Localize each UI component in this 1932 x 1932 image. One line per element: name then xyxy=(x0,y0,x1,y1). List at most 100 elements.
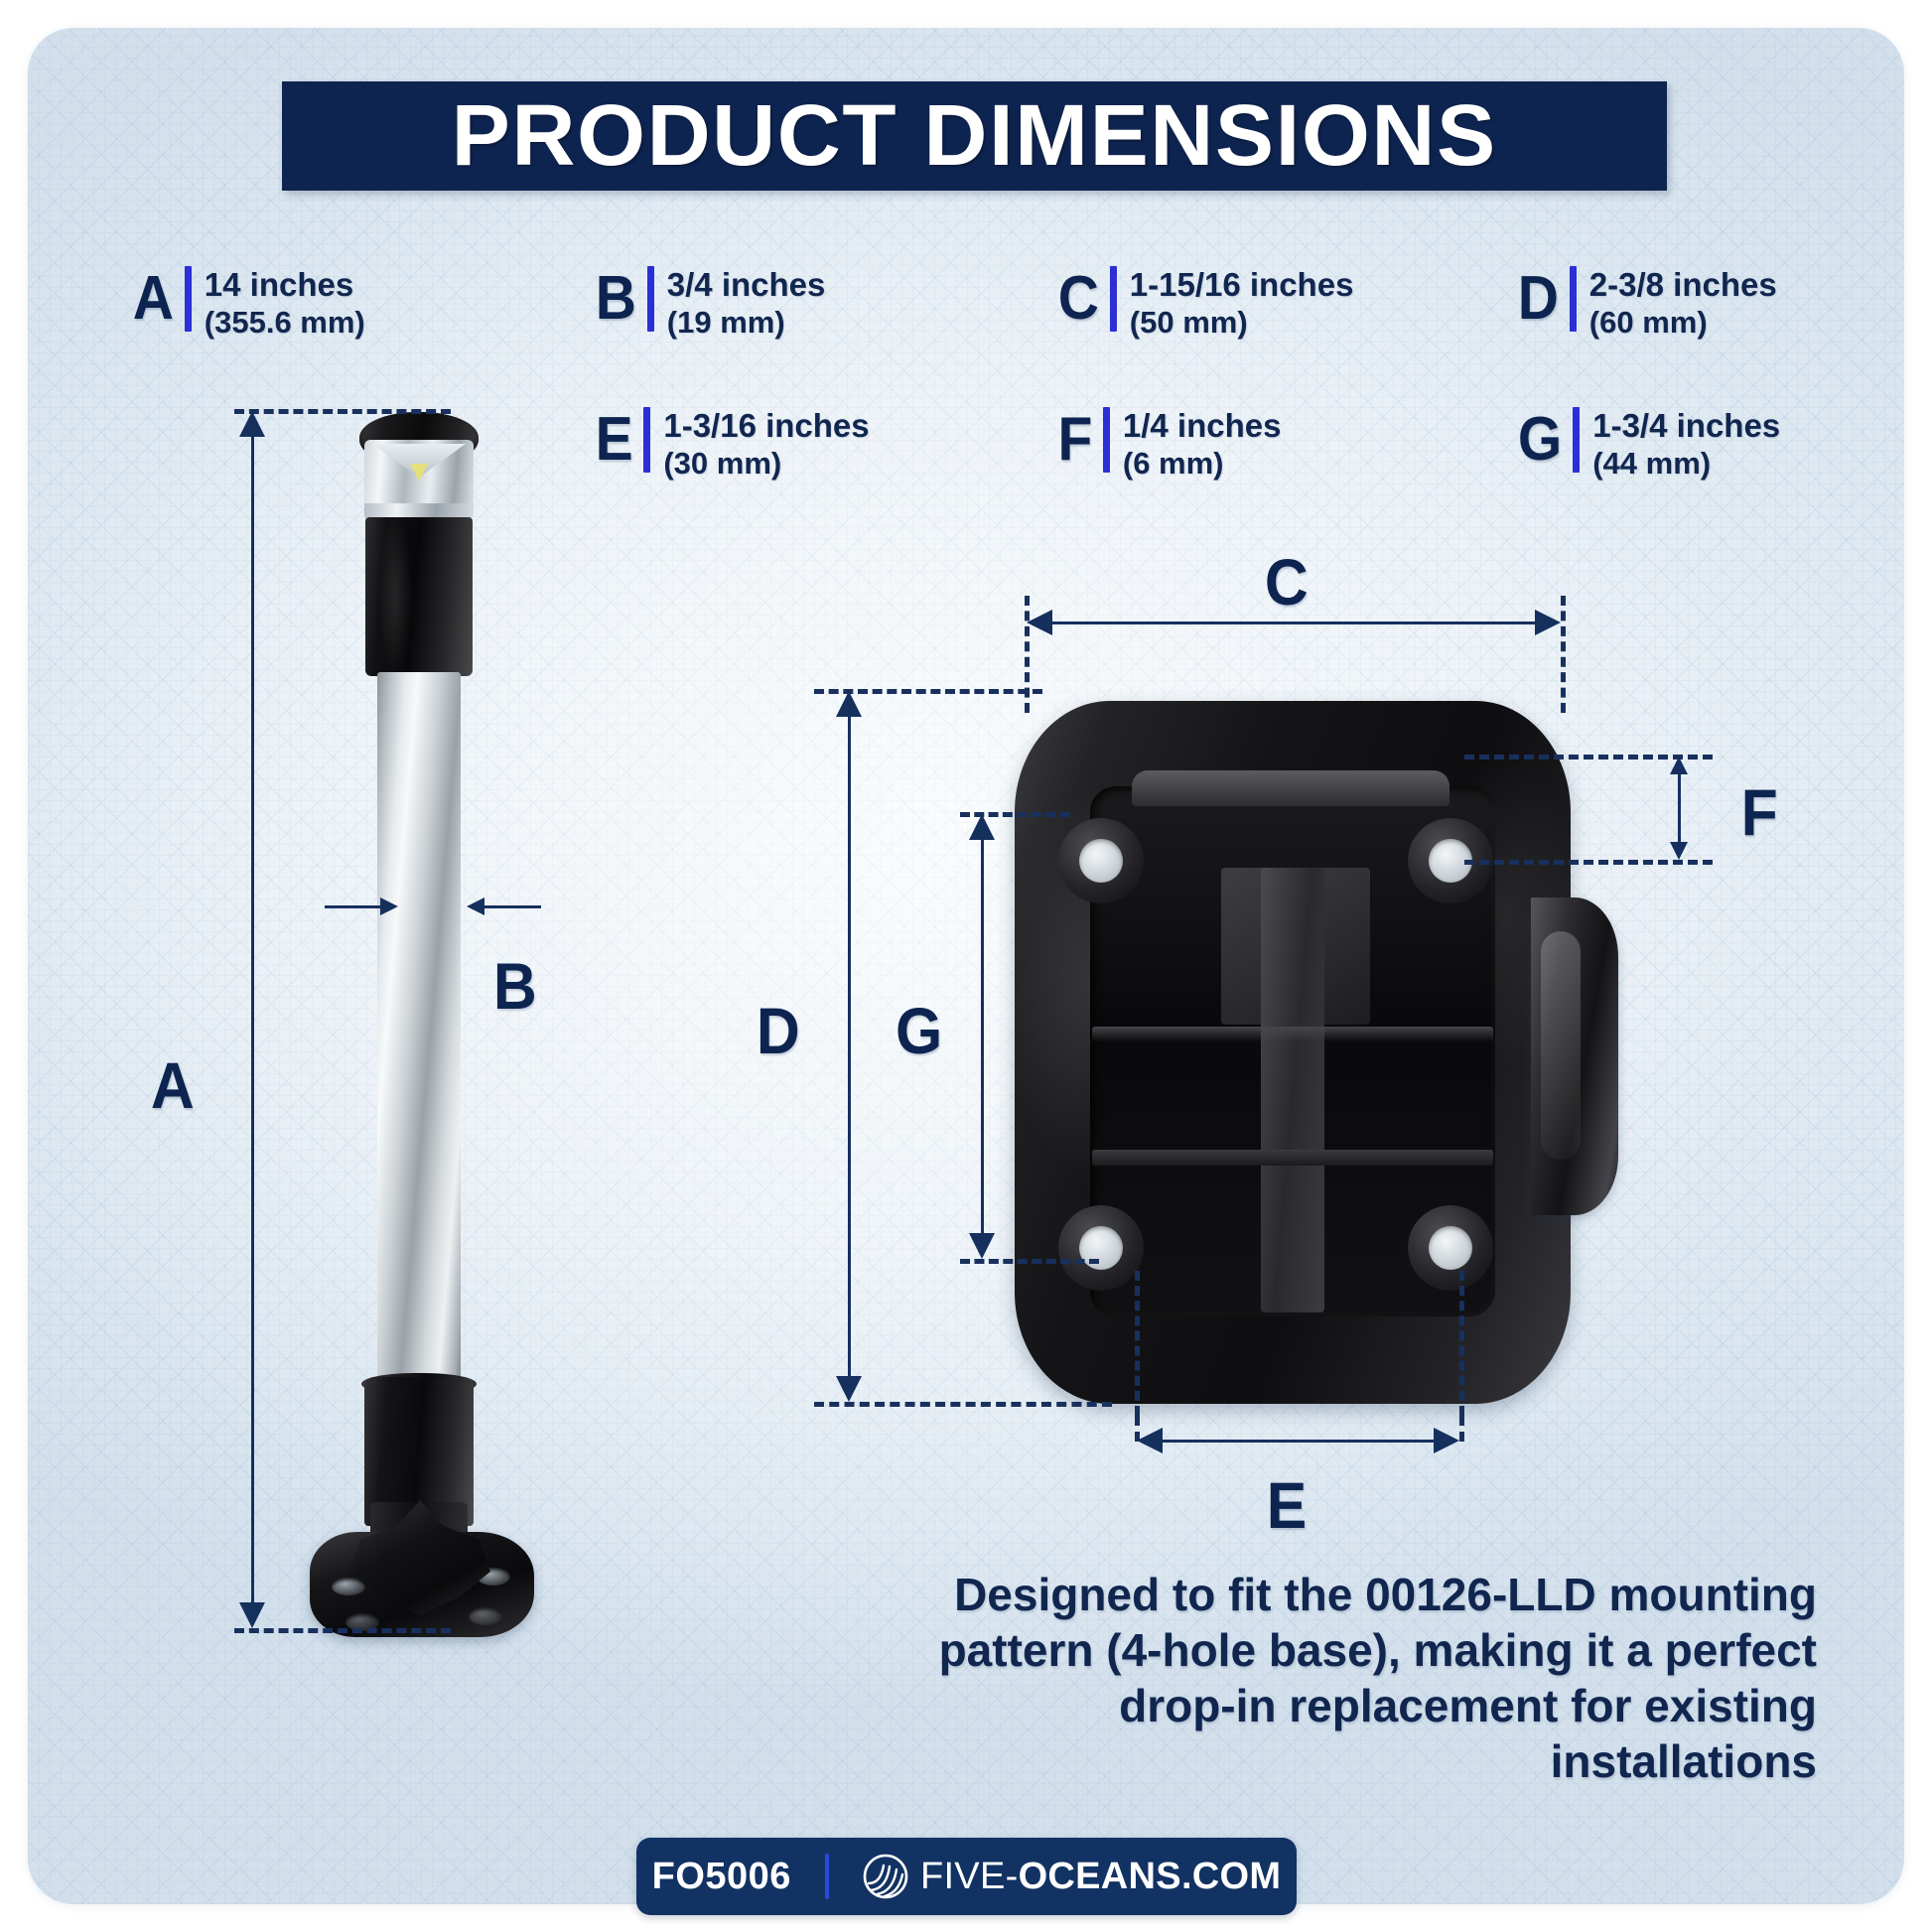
dimension-mm-b: (19 mm) xyxy=(666,305,785,340)
dimension-letter-f: F xyxy=(1057,405,1093,474)
page-title-banner: PRODUCT DIMENSIONS xyxy=(282,81,1667,191)
a-arrow-up xyxy=(239,411,265,437)
g-bottom-extension-line xyxy=(960,1259,1099,1264)
product-photo-mount-base xyxy=(1015,701,1618,1404)
dimension-mm-c: (50 mm) xyxy=(1129,305,1248,340)
b-dimension-line-right xyxy=(483,905,541,908)
dimension-key-d: D 2-3/8 inches (60 mm) xyxy=(1516,266,1777,341)
g-dimension-line xyxy=(981,838,984,1233)
d-top-extension-line xyxy=(814,689,1042,694)
dimension-inches-c: 1-15/16 inches xyxy=(1129,266,1354,303)
b-arrow-right xyxy=(380,897,398,915)
dimension-inches-e: 1-3/16 inches xyxy=(663,407,870,444)
accent-bar xyxy=(1573,407,1581,473)
dimension-mm-e: (30 mm) xyxy=(663,446,782,481)
pole-collar xyxy=(364,1377,474,1526)
dimension-letter-g: G xyxy=(1517,405,1563,474)
c-dimension-line xyxy=(1037,621,1549,624)
accent-bar xyxy=(646,266,654,332)
page-title: PRODUCT DIMENSIONS xyxy=(451,87,1498,184)
light-lens-base xyxy=(364,503,474,521)
f-arrow-up xyxy=(1670,757,1688,774)
brand-name: FIVE-OCEANS.COM xyxy=(920,1856,1281,1898)
dimension-inches-f: 1/4 inches xyxy=(1122,407,1282,444)
e-left-extension-line xyxy=(1135,1271,1140,1416)
b-dimension-line-left xyxy=(325,905,382,908)
a-top-extension-line xyxy=(234,409,451,414)
g-top-extension-line xyxy=(960,812,1069,817)
c-left-extension-line xyxy=(1025,596,1030,713)
b-arrow-left xyxy=(467,897,484,915)
drawing-label-f: F xyxy=(1740,775,1778,849)
c-arrow-right xyxy=(1535,610,1561,635)
drawing-label-c: C xyxy=(1264,545,1309,619)
dimension-inches-d: 2-3/8 inches xyxy=(1588,266,1777,303)
d-bottom-extension-line xyxy=(814,1402,1112,1407)
e-right-extension-line xyxy=(1459,1271,1464,1416)
base-screw-hole xyxy=(332,1578,365,1595)
mount-side-lobe xyxy=(1531,897,1618,1215)
dimension-key-g: G 1-3/4 inches (44 mm) xyxy=(1516,407,1780,482)
light-lens xyxy=(364,440,474,511)
dimension-letter-b: B xyxy=(595,264,636,333)
a-arrow-down xyxy=(239,1602,265,1628)
brand-lockup: FIVE-OCEANS.COM xyxy=(863,1854,1281,1899)
e-dimension-line xyxy=(1148,1440,1448,1443)
accent-bar xyxy=(1109,266,1117,332)
d-arrow-down xyxy=(836,1376,862,1402)
mount-top-wall xyxy=(1132,770,1449,806)
dimension-letter-c: C xyxy=(1057,264,1099,333)
dimension-key-e: E 1-3/16 inches (30 mm) xyxy=(594,407,870,482)
mount-center-rib xyxy=(1261,868,1324,1312)
light-body xyxy=(365,517,473,676)
d-dimension-line xyxy=(848,715,851,1378)
drawing-label-e: E xyxy=(1266,1468,1308,1542)
dimension-key-c: C 1-15/16 inches (50 mm) xyxy=(1056,266,1353,341)
accent-bar xyxy=(643,407,651,473)
accent-bar xyxy=(1569,266,1577,332)
brand-name-thin: FIVE- xyxy=(919,1855,1019,1897)
mount-cross-rib-upper xyxy=(1092,1027,1493,1048)
f-upper-extension-line xyxy=(1464,755,1713,759)
f-lower-extension-line xyxy=(1464,860,1713,865)
c-right-extension-line xyxy=(1561,596,1566,713)
hole-bore xyxy=(1429,1226,1472,1270)
f-dimension-line xyxy=(1678,772,1681,842)
dimension-key-a: A 14 inches (355.6 mm) xyxy=(131,266,365,341)
dimension-mm-d: (60 mm) xyxy=(1588,305,1708,340)
dimension-key-b: B 3/4 inches (19 mm) xyxy=(594,266,825,341)
e-left-tick xyxy=(1135,1416,1140,1442)
dimension-letter-e: E xyxy=(595,405,633,474)
product-sku: FO5006 xyxy=(651,1855,791,1897)
drawing-label-g: G xyxy=(896,994,943,1067)
base-screw-hole xyxy=(469,1607,502,1625)
accent-bar xyxy=(1102,407,1110,473)
drawing-label-a: A xyxy=(150,1048,195,1122)
footer-divider xyxy=(824,1854,829,1899)
dimension-letter-d: D xyxy=(1517,264,1559,333)
drawing-label-b: B xyxy=(492,949,537,1023)
dimension-inches-g: 1-3/4 inches xyxy=(1592,407,1781,444)
e-arrow-left xyxy=(1137,1428,1163,1453)
dimension-mm-a: (355.6 mm) xyxy=(204,305,365,340)
mount-hole-top-left xyxy=(1058,818,1144,903)
c-arrow-left xyxy=(1027,610,1052,635)
description-text: Designed to fit the 00126-LLD mounting p… xyxy=(938,1569,1817,1787)
dimension-inches-a: 14 inches xyxy=(204,266,354,303)
base-screw-hole xyxy=(345,1613,379,1631)
g-arrow-up xyxy=(969,814,995,840)
d-arrow-up xyxy=(836,691,862,717)
f-arrow-down xyxy=(1670,842,1688,860)
dimension-key-f: F 1/4 inches (6 mm) xyxy=(1056,407,1281,482)
aluminum-pole xyxy=(377,672,461,1387)
dimension-letter-a: A xyxy=(132,264,174,333)
g-arrow-down xyxy=(969,1233,995,1259)
dimension-inches-b: 3/4 inches xyxy=(666,266,826,303)
a-dimension-line xyxy=(251,435,254,1604)
product-photo-pole-light xyxy=(298,412,556,1637)
drawing-label-d: D xyxy=(756,994,800,1067)
dimension-mm-g: (44 mm) xyxy=(1592,446,1712,481)
a-bottom-extension-line xyxy=(234,1628,451,1633)
hole-bore xyxy=(1079,839,1123,883)
